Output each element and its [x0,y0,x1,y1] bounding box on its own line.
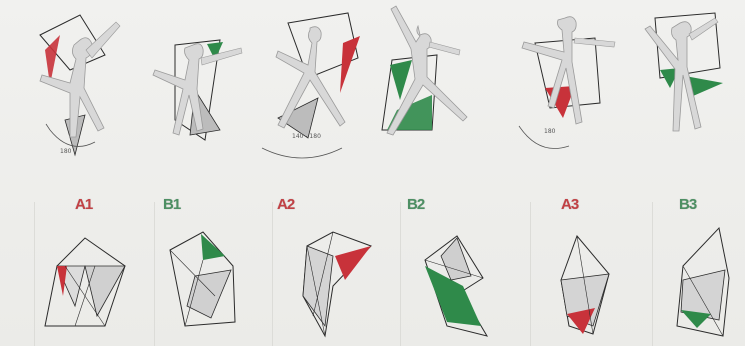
panel-label-a1: A1 [75,196,92,213]
diagram-row: A1 B1 A2 [0,192,745,346]
panel-a2: A2 [272,202,401,346]
dancer-figure-5 [495,8,635,178]
panel-a1: A1 [34,202,155,346]
diagram-a2 [273,226,401,346]
panel-b3: B3 [652,202,745,346]
diagram-b1 [155,226,273,346]
panel-a3: A3 [530,202,653,346]
dancer-row: 180 140 - 180 [0,0,745,192]
dancer-figure-4 [372,0,502,150]
panel-b2: B2 [400,202,531,346]
panel-label-b3: B3 [679,196,696,213]
diagram-a3 [531,226,653,346]
dancer-figure-3 [248,8,378,183]
diagram-b2 [401,226,531,346]
dancer-figure-6 [625,8,740,148]
panel-label-b2: B2 [407,196,424,213]
panel-label-b1: B1 [163,196,180,213]
panel-label-a3: A3 [561,196,578,213]
angle-annotation-2: 140 - 180 [292,133,321,140]
angle-annotation-3: 180 [544,128,555,135]
panel-label-a2: A2 [277,196,294,213]
diagram-b3 [653,226,745,346]
dancer-figure-1 [10,10,140,190]
diagram-a1 [35,226,155,346]
dancer-figure-2 [135,30,255,190]
angle-annotation-1: 180 [60,148,71,155]
panel-b1: B1 [154,202,273,346]
